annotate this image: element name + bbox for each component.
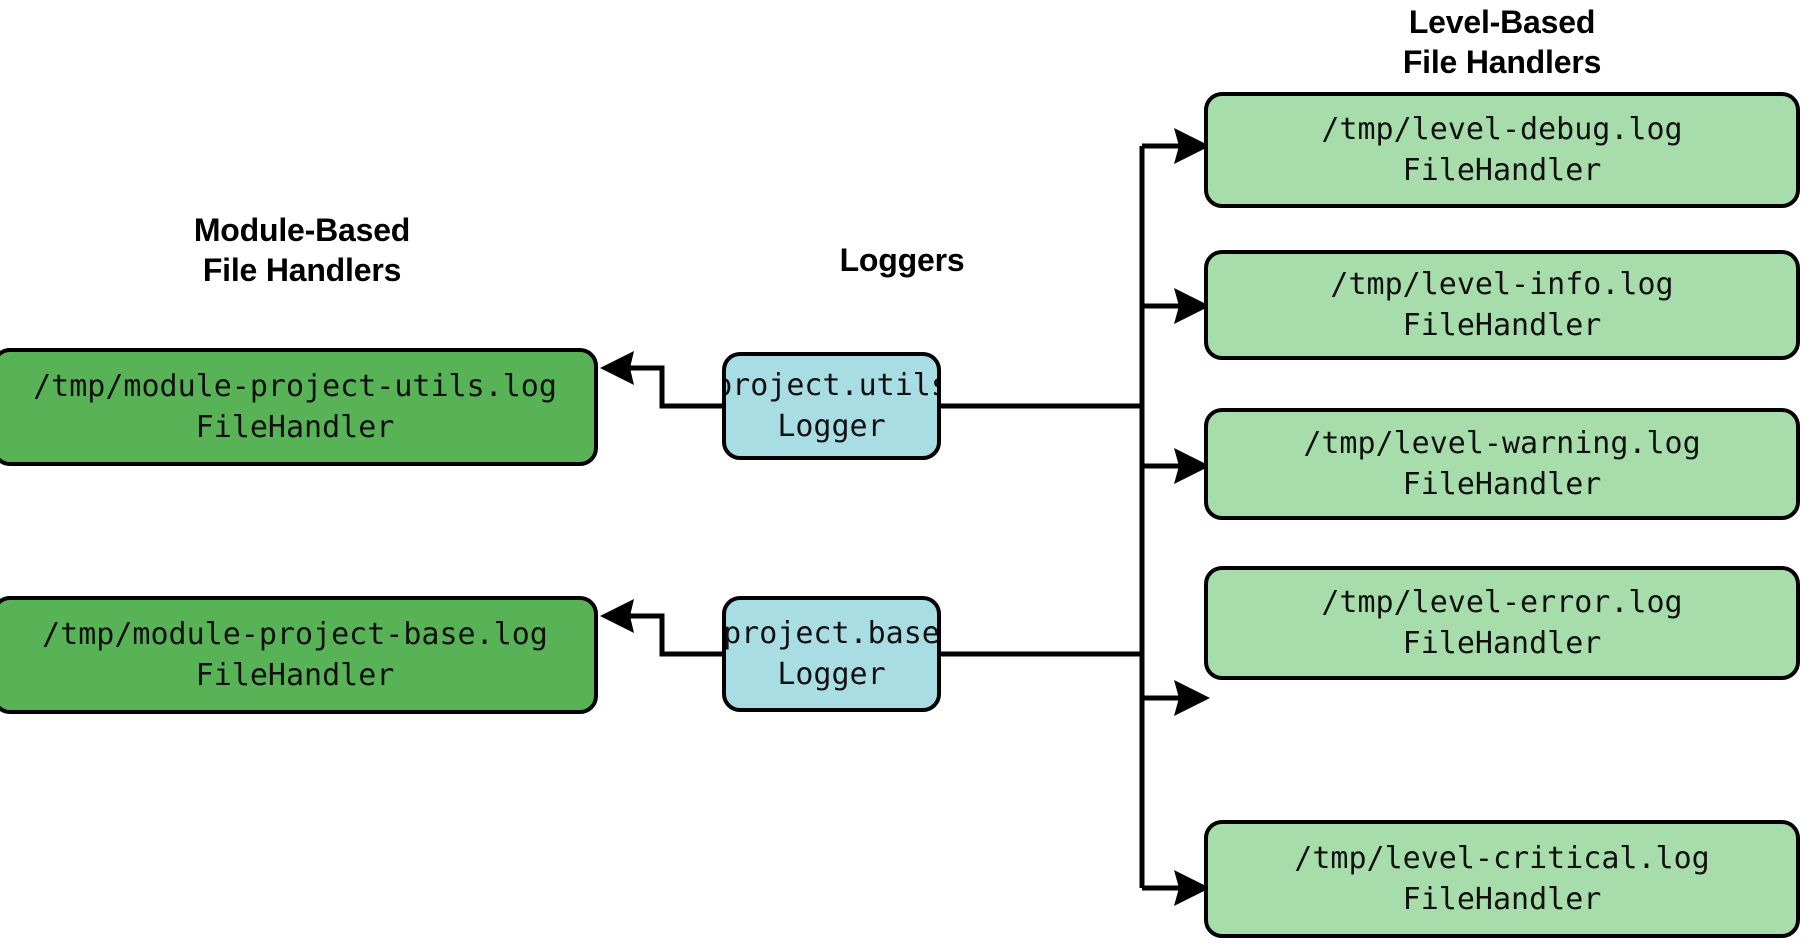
level-handler-type: FileHandler bbox=[1402, 308, 1602, 343]
level-handler-path: /tmp/level-critical.log bbox=[1294, 841, 1710, 876]
logger-name: 'project.utils' bbox=[726, 368, 937, 403]
level-handlers-title: Level-Based File Handlers bbox=[1402, 4, 1602, 80]
logger-name: 'project.base' bbox=[723, 616, 940, 651]
level-handler-path: /tmp/level-warning.log bbox=[1303, 426, 1701, 461]
level-handler-type: FileHandler bbox=[1402, 626, 1602, 661]
level-handler-node-warning[interactable]: /tmp/level-warning.log FileHandler bbox=[1204, 408, 1800, 520]
module-handler-type: FileHandler bbox=[195, 410, 395, 445]
logger-node-project-utils[interactable]: 'project.utils' Logger bbox=[722, 352, 941, 460]
level-handler-node-debug[interactable]: /tmp/level-debug.log FileHandler bbox=[1204, 92, 1800, 208]
level-handler-type: FileHandler bbox=[1402, 882, 1602, 917]
level-handler-node-critical[interactable]: /tmp/level-critical.log FileHandler bbox=[1204, 820, 1800, 938]
level-handler-node-info[interactable]: /tmp/level-info.log FileHandler bbox=[1204, 250, 1800, 360]
loggers-title: Loggers bbox=[839, 242, 965, 278]
logger-node-project-base[interactable]: 'project.base' Logger bbox=[722, 596, 941, 712]
level-handler-path: /tmp/level-error.log bbox=[1321, 585, 1683, 620]
module-handler-path: /tmp/module-project-utils.log bbox=[33, 369, 557, 404]
level-handler-path: /tmp/level-info.log bbox=[1330, 267, 1674, 302]
logger-type: Logger bbox=[777, 409, 886, 444]
module-handler-node-project-utils[interactable]: /tmp/module-project-utils.log FileHandle… bbox=[0, 348, 598, 466]
module-handler-node-project-base[interactable]: /tmp/module-project-base.log FileHandler bbox=[0, 596, 598, 714]
level-handler-path: /tmp/level-debug.log bbox=[1321, 112, 1683, 147]
module-handler-type: FileHandler bbox=[195, 658, 395, 693]
level-handler-node-error[interactable]: /tmp/level-error.log FileHandler bbox=[1204, 566, 1800, 680]
module-handler-path: /tmp/module-project-base.log bbox=[42, 617, 548, 652]
edge-base-to-module-base bbox=[625, 613, 722, 657]
arrowhead-module-base bbox=[600, 599, 634, 633]
level-handler-type: FileHandler bbox=[1402, 467, 1602, 502]
arrowhead-module-utils bbox=[600, 351, 634, 385]
edge-utils-to-module-utils bbox=[625, 365, 722, 409]
module-handlers-title: Module-Based File Handlers bbox=[193, 212, 411, 288]
logger-type: Logger bbox=[777, 657, 886, 692]
arrowhead-error bbox=[1174, 680, 1210, 716]
level-handler-type: FileHandler bbox=[1402, 153, 1602, 188]
